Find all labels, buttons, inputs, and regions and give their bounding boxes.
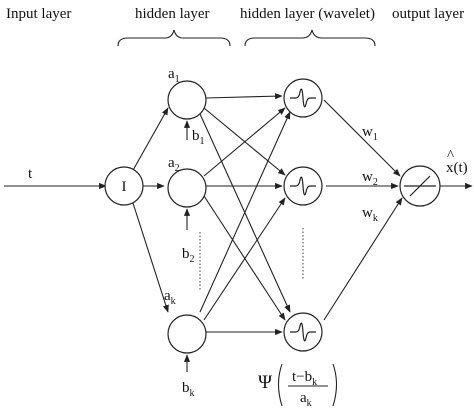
formula-numerator: t−bk [292, 369, 317, 388]
hidden-bias-bk: bk [182, 380, 195, 399]
formula-right-paren [332, 363, 338, 407]
hidden-scale-a1: a1 [168, 66, 180, 85]
output-weight-w1: w1 [362, 124, 378, 143]
input-layer-header: Input layer [6, 6, 71, 22]
wavelet-layer-brace [244, 29, 376, 47]
hidden-node-k [167, 314, 207, 354]
hidden-node-1 [167, 80, 207, 120]
wavelet-icon-1 [290, 88, 316, 108]
formula-denominator: ak [300, 390, 312, 409]
input-node [104, 166, 144, 206]
hidden-bias-b1: b1 [192, 128, 205, 147]
hidden-layer-brace [117, 29, 231, 47]
wavelet-layer-header: hidden layer (wavelet) [240, 6, 375, 22]
input-variable-t: t [28, 166, 33, 182]
output-weight-wk: wk [362, 205, 378, 224]
hidden-node-2 [167, 168, 207, 208]
wavelet-formula: Ψ t−bk ak [258, 363, 338, 409]
edge-w1-output [323, 99, 401, 177]
output-layer-header: output layer [392, 6, 464, 22]
edge-h2-w1 [203, 107, 286, 177]
edge-wk-output [323, 197, 403, 321]
formula-left-paren [277, 363, 283, 407]
output-weight-w2: w2 [362, 169, 378, 188]
edge-hk-w2 [203, 197, 286, 321]
edge-hk-w1 [199, 111, 291, 313]
hidden-scale-a2: a2 [168, 155, 180, 174]
output-label: x(t) [446, 160, 468, 176]
wavelet-icon-k [290, 322, 316, 342]
hidden-layer-header: hidden layer [135, 6, 210, 22]
hidden-scale-ak: ak [164, 288, 176, 307]
edge-input-hidden-1 [131, 107, 169, 173]
hidden-bias-b2: b2 [182, 246, 195, 265]
input-node-label: I [122, 179, 127, 195]
psi-symbol: Ψ [258, 372, 272, 393]
edge-input-hidden-k [131, 199, 169, 313]
wavelet-icon-2 [290, 176, 316, 196]
edge-h1-w1 [205, 93, 283, 100]
output-hat: ^ [447, 148, 454, 164]
edge-h2-wk [203, 195, 286, 321]
